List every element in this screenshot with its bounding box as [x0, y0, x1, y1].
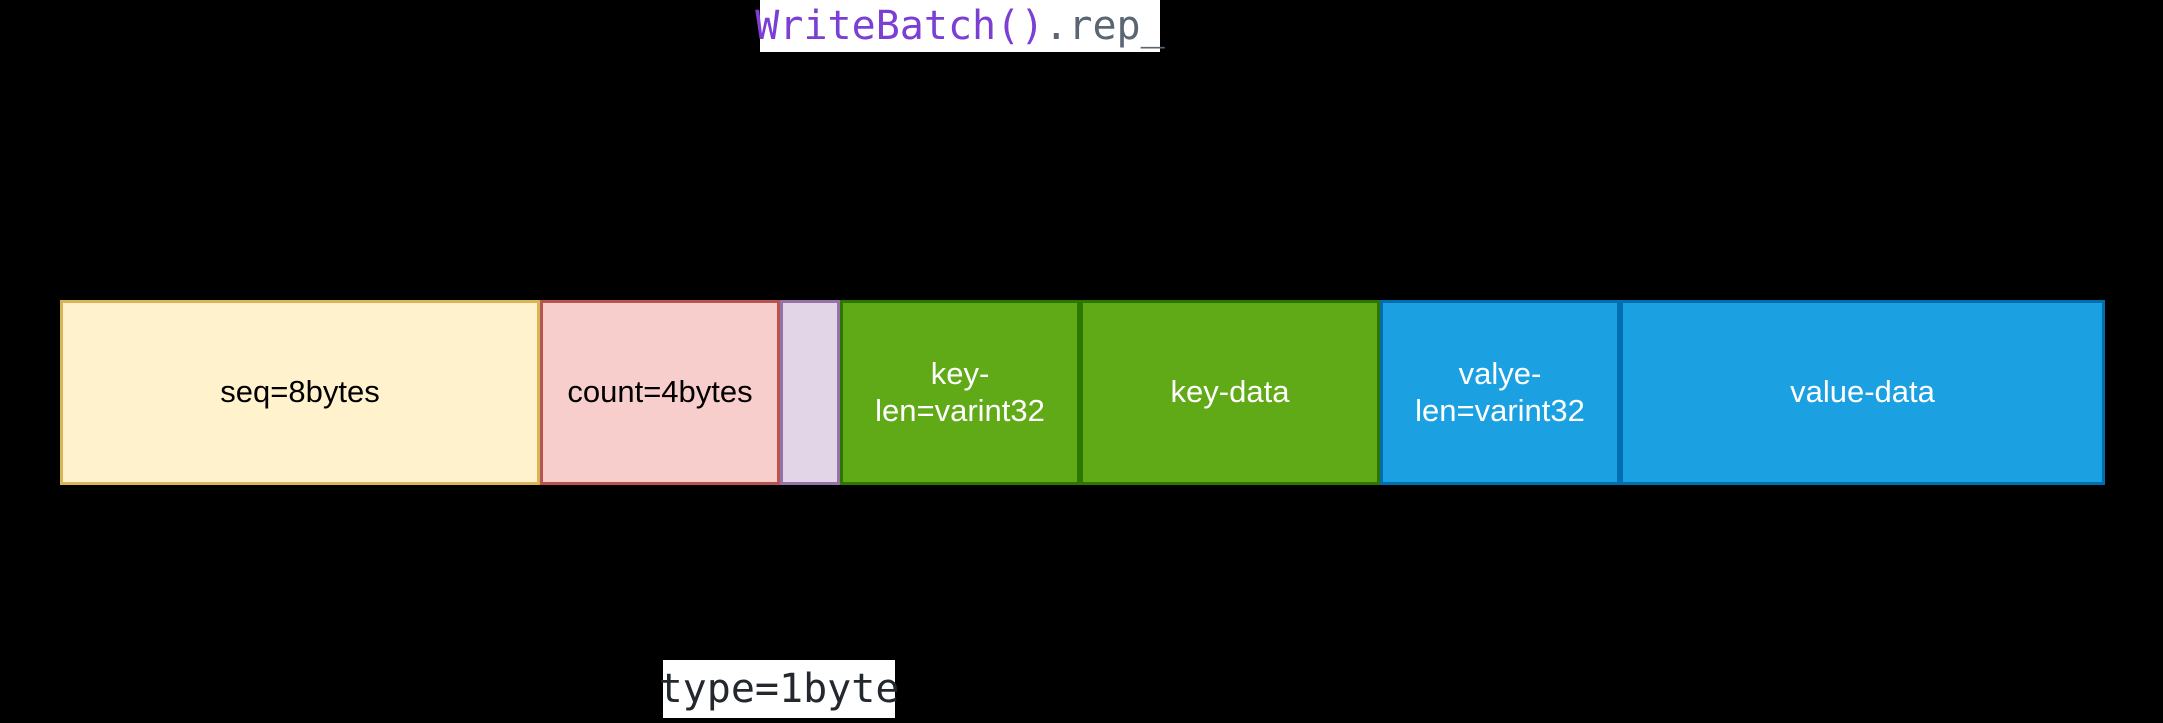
title-member-token: .rep_ — [1044, 3, 1165, 49]
layout-segment-label-value-data: value-data — [1790, 374, 1935, 410]
layout-segment-key-data: key-data — [1080, 300, 1380, 485]
layout-segment-label-seq: seq=8bytes — [220, 374, 380, 410]
layout-segment-type — [780, 300, 840, 485]
layout-segment-value-len: valye- len=varint32 — [1380, 300, 1620, 485]
type-byte-label: type=1byte — [658, 666, 900, 712]
layout-segment-seq: seq=8bytes — [60, 300, 540, 485]
layout-segment-label-count: count=4bytes — [567, 374, 753, 410]
layout-segment-value-data: value-data — [1620, 300, 2105, 485]
layout-segment-label-key-len: key- len=varint32 — [875, 355, 1045, 428]
type-byte-callout: type=1byte — [659, 660, 899, 718]
title-call-token: WriteBatch() — [755, 3, 1045, 49]
write-batch-rep-title-callout: WriteBatch().rep_ — [755, 0, 1165, 52]
layout-segment-key-len: key- len=varint32 — [840, 300, 1080, 485]
layout-segment-count: count=4bytes — [540, 300, 780, 485]
layout-segment-label-key-data: key-data — [1170, 374, 1290, 410]
write-batch-record-layout-bar: seq=8bytes count=4bytes key- len=varint32 k… — [60, 300, 2105, 485]
layout-segment-label-value-len: valye- len=varint32 — [1415, 355, 1585, 428]
